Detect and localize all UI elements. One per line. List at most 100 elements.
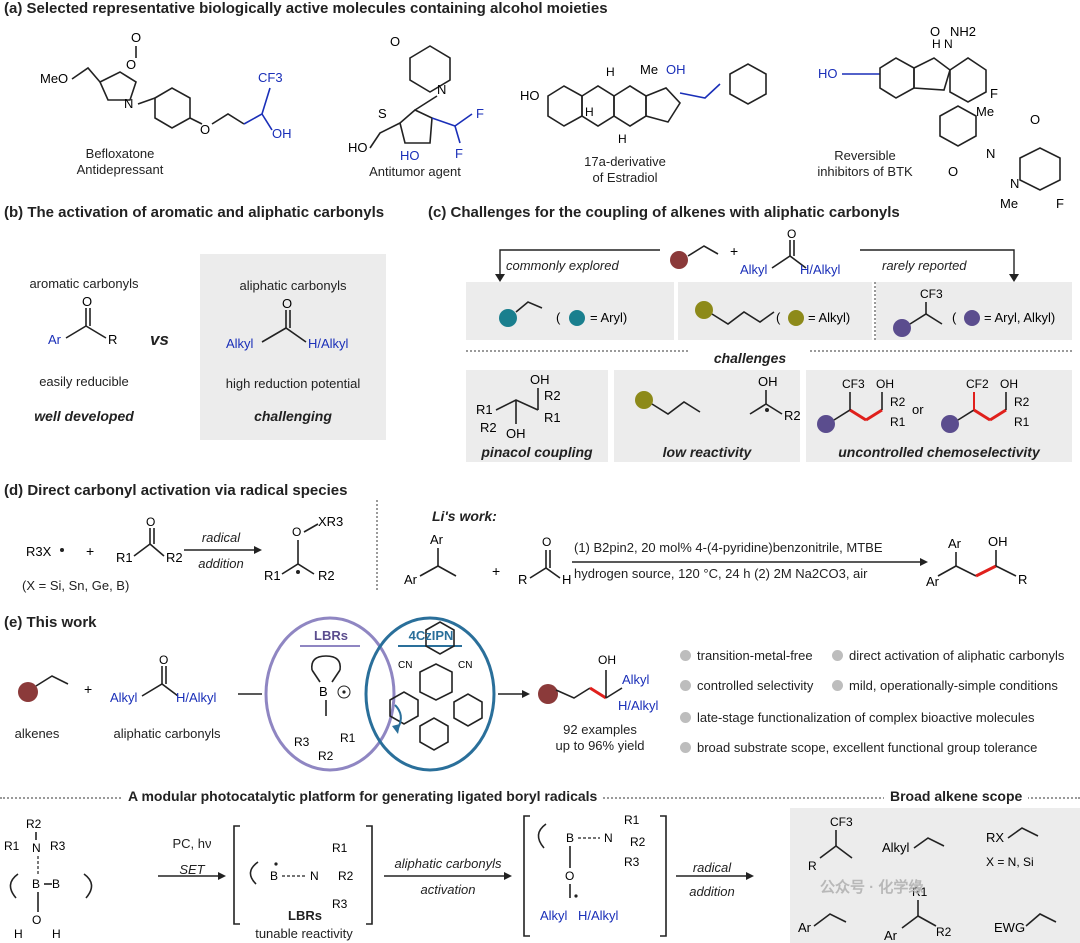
feature-5: late-stage functionalization of complex … — [680, 710, 1034, 725]
aliphatic-desc: high reduction potential — [225, 376, 361, 391]
svg-text:R2: R2 — [630, 835, 646, 849]
feature-4: mild, operationally-simple conditions — [832, 678, 1058, 693]
svg-text:Alkyl: Alkyl — [622, 672, 650, 687]
feature-3: controlled selectivity — [680, 678, 813, 693]
svg-text:HO: HO — [520, 88, 540, 103]
svg-text:Alkyl: Alkyl — [110, 690, 138, 705]
svg-text:R3: R3 — [624, 855, 640, 869]
li-work-title: Li's work: — [432, 508, 497, 524]
svg-text:O: O — [200, 122, 210, 137]
mol3-caption: 17a-derivative of Estradiol — [550, 154, 700, 186]
svg-text:XR3: XR3 — [318, 514, 343, 529]
svg-text:H/Alkyl: H/Alkyl — [308, 336, 349, 351]
mol1-caption: Befloxatone Antidepressant — [60, 146, 180, 178]
svg-text:Alkyl: Alkyl — [226, 336, 254, 351]
svg-text:Me: Me — [976, 104, 994, 119]
aromatic-desc: easily reducible — [39, 374, 129, 389]
svg-text:Alkyl: Alkyl — [882, 840, 910, 855]
svg-text:+: + — [84, 681, 92, 697]
mol4-role: inhibitors of BTK — [817, 164, 913, 179]
svg-text:R1: R1 — [544, 410, 561, 425]
svg-text:OH: OH — [876, 377, 894, 391]
svg-text:HO: HO — [818, 66, 838, 81]
section-a-title: (a) Selected representative biologically… — [4, 0, 608, 17]
carbonyls-label: aliphatic carbonyls — [113, 726, 221, 741]
svg-text:R3: R3 — [294, 735, 310, 749]
svg-text:(: ( — [776, 310, 781, 325]
svg-text:OH: OH — [530, 372, 550, 387]
section-b-right-panel — [200, 254, 386, 440]
section-d-left-scheme: R3X + R1 O R2 R1 O XR3 R2 — [26, 514, 343, 583]
lbrs-label: LBRs — [314, 628, 348, 643]
svg-text:R2: R2 — [166, 550, 183, 565]
svg-text:R1: R1 — [332, 841, 348, 855]
mol2-caption: Antitumor agent — [369, 164, 461, 179]
svg-text:O: O — [282, 296, 292, 311]
btk-structure: HO H N O NH2 F Me N O O N Me F — [818, 24, 1064, 208]
svg-text:H/Alkyl: H/Alkyl — [578, 908, 619, 923]
svg-text:R1: R1 — [1014, 415, 1030, 429]
svg-text:EWG: EWG — [994, 920, 1025, 935]
svg-text:O: O — [82, 296, 92, 309]
features-list: transition-metal-free direct activation … — [680, 648, 1080, 758]
d-arrow-top: radical — [201, 530, 241, 545]
svg-text:R: R — [1018, 572, 1027, 587]
section-b-title: (b) The activation of aromatic and aliph… — [4, 204, 385, 221]
svg-text:H: H — [618, 132, 627, 146]
svg-text:O: O — [948, 164, 958, 179]
svg-text:R2: R2 — [480, 420, 497, 435]
aliphatic-status: challenging — [254, 408, 332, 424]
svg-text:H: H — [585, 105, 594, 119]
svg-text:or: or — [912, 402, 924, 417]
svg-text:R: R — [518, 572, 527, 587]
svg-text:OH: OH — [758, 374, 778, 389]
svg-text:CF2: CF2 — [966, 377, 989, 391]
svg-text:Ar: Ar — [926, 574, 940, 589]
svg-text:(: ( — [556, 310, 561, 325]
svg-text:S: S — [378, 106, 387, 121]
svg-text:O: O — [131, 30, 141, 45]
svg-text:N: N — [986, 146, 995, 161]
arrow1-top: PC, hν — [172, 836, 212, 851]
scope-title: Broad alkene scope — [884, 788, 1029, 804]
svg-text:CN: CN — [398, 660, 412, 671]
svg-text:N: N — [124, 96, 133, 111]
svg-text:R2: R2 — [1014, 395, 1030, 409]
mol3-name: 17a-derivative — [584, 154, 666, 169]
svg-text:R1: R1 — [624, 813, 640, 827]
svg-text:O: O — [32, 913, 41, 927]
svg-text:O: O — [126, 57, 136, 72]
svg-text:R3: R3 — [50, 839, 66, 853]
mol4-caption: Reversible inhibitors of BTK — [790, 148, 940, 180]
svg-text:R1: R1 — [264, 568, 281, 583]
svg-text:O: O — [146, 515, 155, 529]
svg-text:Ar: Ar — [884, 928, 898, 943]
section-d-li-scheme: Ar Ar + O R H Ar Ar OH R — [404, 532, 1027, 589]
svg-text:H: H — [14, 927, 23, 941]
svg-text:H/Alkyl: H/Alkyl — [618, 698, 659, 713]
challenge-chemoselectivity: uncontrolled chemoselectivity — [838, 444, 1040, 460]
aromatic-status: well developed — [34, 408, 134, 424]
czipn-label: 4CzIPN — [408, 628, 454, 643]
svg-text:B: B — [319, 684, 328, 699]
svg-text:= Aryl): = Aryl) — [590, 310, 627, 325]
svg-text:X = N, Si: X = N, Si — [986, 855, 1034, 869]
results-summary: 92 examples up to 96% yield — [540, 722, 660, 754]
svg-text:+: + — [86, 543, 94, 559]
arrow3-top: radical — [692, 860, 732, 875]
arrow2-top: aliphatic carbonyls — [394, 856, 502, 871]
platform-lbrs-desc: tunable reactivity — [255, 926, 353, 941]
arrow2-bottom: activation — [420, 882, 476, 897]
challenges-label: challenges — [690, 350, 810, 366]
svg-text:F: F — [476, 106, 484, 121]
svg-text:CF3: CF3 — [258, 70, 283, 85]
aromatic-head: aromatic carbonyls — [29, 276, 139, 291]
svg-text:B: B — [32, 877, 40, 891]
platform-scheme: R2 N R1 R3 B B O H H B N R1 R2 R3 B N R1… — [4, 813, 754, 941]
li-conditions-top: (1) B2pin2, 20 mol% 4-(4-pyridine)benzon… — [574, 540, 883, 555]
section-e-title: (e) This work — [4, 614, 97, 631]
svg-text:N: N — [437, 82, 446, 97]
scope-structures: CF3 R Alkyl RX X = N, Si Ar R1 Ar R2 EWG — [798, 815, 1057, 943]
section-c-arrows: + Alkyl O H/Alkyl — [495, 227, 1019, 282]
aliphatic-head: aliphatic carbonyls — [239, 278, 347, 293]
